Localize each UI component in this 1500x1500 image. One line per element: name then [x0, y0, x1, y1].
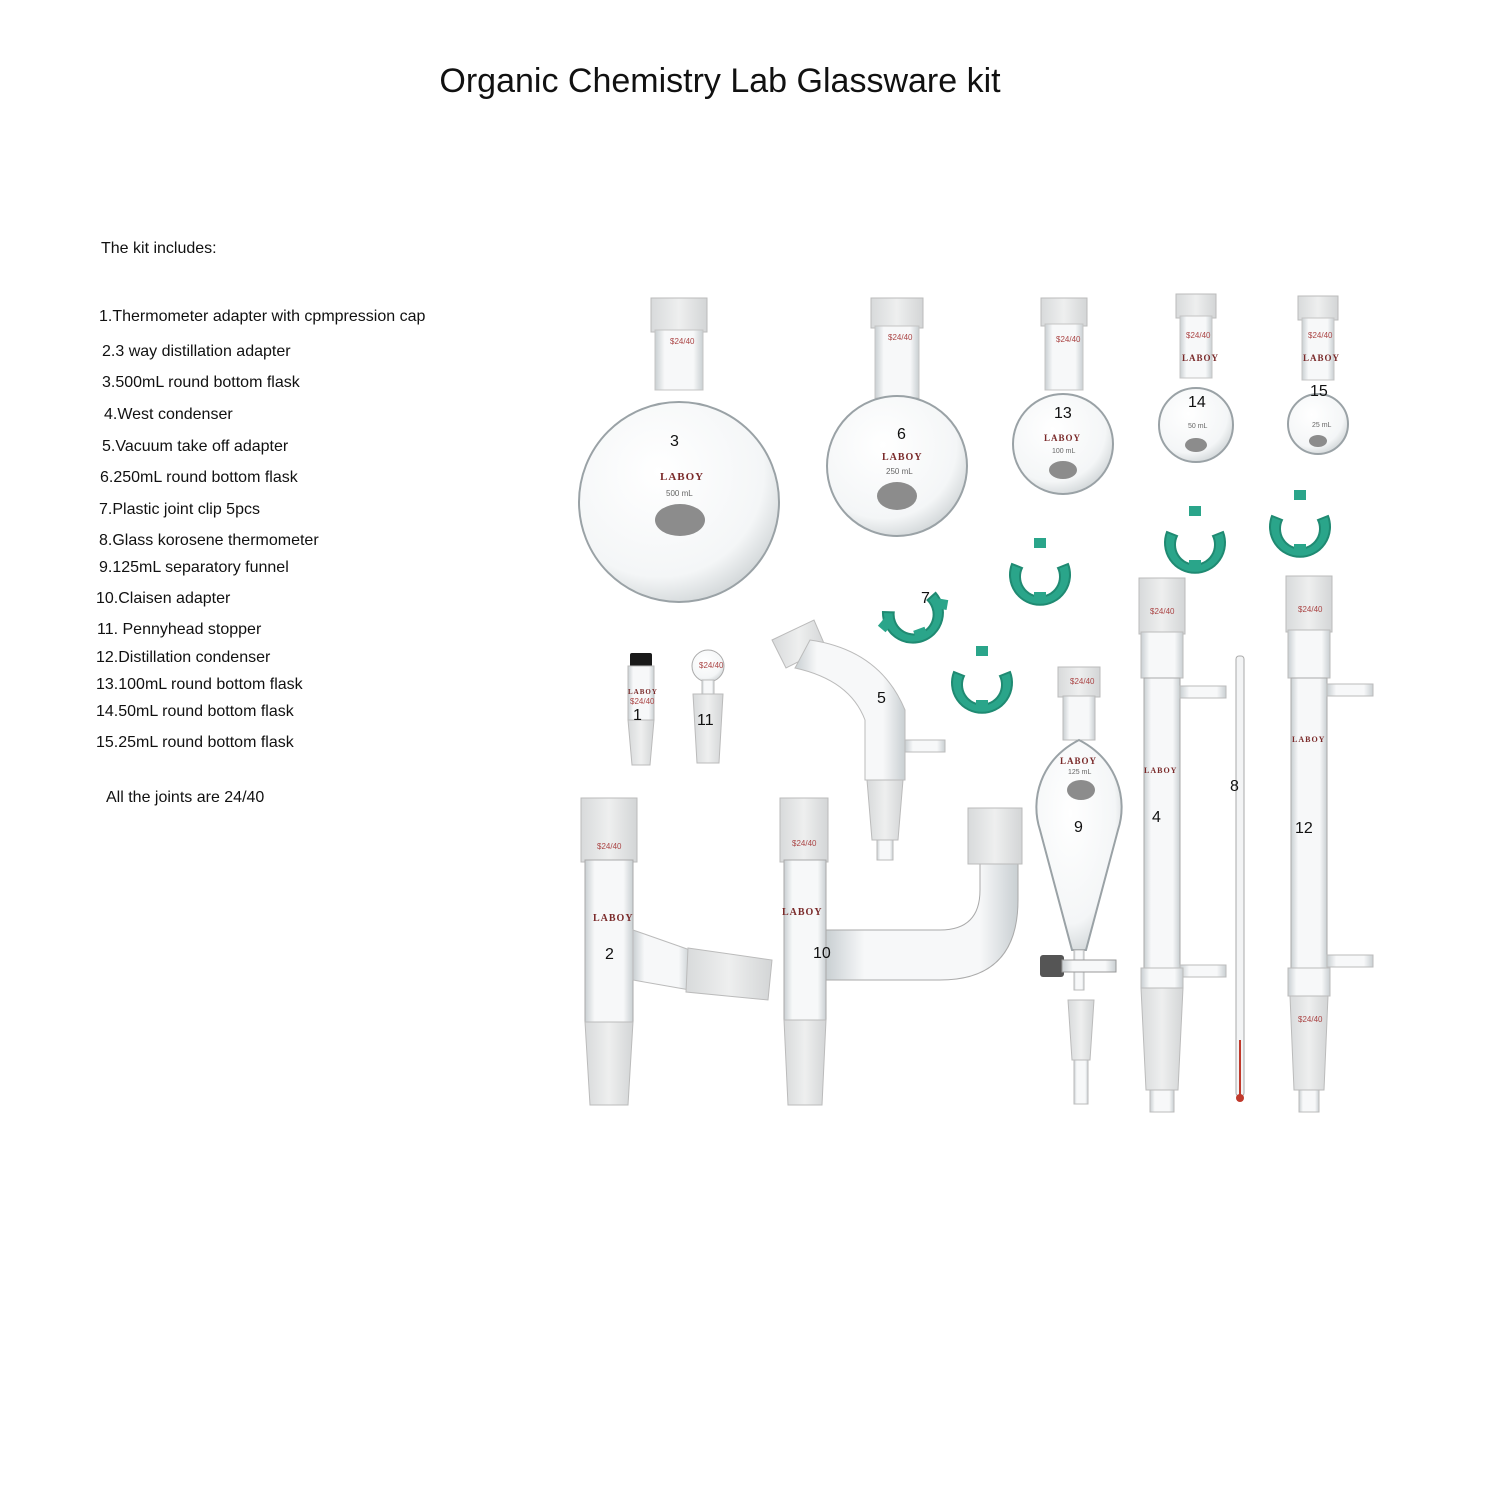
joint-note: All the joints are 24/40	[106, 789, 265, 806]
flask-250ml: $24/40 LABOY 250 mL 6	[826, 297, 968, 537]
three-way-adapter: $24/40 LABOY 2	[580, 797, 773, 1106]
flask-50ml: $24/40 LABOY 50 mL 14	[1158, 293, 1234, 463]
thermometer: 8	[1230, 655, 1245, 1102]
brand-label: LABOY	[1303, 353, 1340, 363]
item-number: 11	[697, 712, 714, 729]
brand-label: LABOY	[1144, 766, 1177, 775]
brand-label: LABOY	[1044, 433, 1081, 443]
list-item: 11. Pennyhead stopper	[97, 621, 262, 638]
joint-label: $24/40	[888, 333, 913, 342]
item-number: 2	[605, 946, 614, 963]
list-item: 3.500mL round bottom flask	[102, 374, 300, 391]
brand-label: LABOY	[1060, 756, 1097, 766]
distillation-condenser: $24/40 LABOY $24/40 12	[1285, 575, 1374, 1113]
item-number: 12	[1295, 820, 1313, 837]
joint-label: $24/40	[1056, 335, 1081, 344]
item-number: 10	[813, 945, 831, 962]
brand-label: LABOY	[1292, 735, 1325, 744]
volume-label: 500 mL	[666, 489, 693, 498]
volume-label: 25 mL	[1312, 422, 1332, 429]
item-number: 4	[1152, 809, 1161, 826]
flask-500ml: $24/40 LABOY 500 mL 3	[578, 297, 780, 603]
joint-label: $24/40	[597, 842, 622, 851]
pennyhead-stopper: $24/40 11	[691, 649, 725, 764]
list-item: 10.Claisen adapter	[96, 590, 231, 607]
item-number: 15	[1310, 383, 1328, 400]
brand-label: LABOY	[1182, 353, 1219, 363]
item-number: 9	[1074, 819, 1083, 836]
list-item: 5.Vacuum take off adapter	[102, 438, 289, 455]
stopcock-handle	[1040, 955, 1064, 977]
flask-25ml: $24/40 LABOY 25 mL 15	[1287, 295, 1349, 455]
item-number: 14	[1188, 394, 1206, 411]
volume-label: 125 mL	[1068, 769, 1091, 776]
list-item: 1.Thermometer adapter with cpmpression c…	[99, 308, 426, 325]
volume-label: 50 mL	[1188, 423, 1208, 430]
list-item: 4.West condenser	[104, 406, 233, 423]
brand-label: LABOY	[660, 471, 704, 483]
joint-label: $24/40	[1308, 331, 1333, 340]
joint-label: $24/40	[699, 661, 724, 670]
writing-patch	[1067, 780, 1095, 800]
west-condenser: $24/40 LABOY 4	[1138, 577, 1227, 1113]
list-item: 12.Distillation condenser	[96, 649, 271, 666]
joint-clip	[951, 646, 1013, 714]
volume-label: 100 mL	[1052, 448, 1075, 455]
list-item: 6.250mL round bottom flask	[100, 469, 298, 486]
joint-clip	[1269, 490, 1331, 558]
list-item: 15.25mL round bottom flask	[96, 734, 294, 751]
writing-patch	[655, 504, 705, 536]
volume-label: 250 mL	[886, 467, 913, 476]
joint-label: $24/40	[1070, 677, 1095, 686]
brand-label: LABOY	[628, 688, 658, 696]
page-title: Organic Chemistry Lab Glassware kit	[439, 62, 1001, 100]
list-item: 2.3 way distillation adapter	[102, 343, 291, 360]
thermometer-adapter: LABOY $24/40 1	[627, 653, 658, 766]
item-number: 5	[877, 690, 886, 707]
list-item: 9.125mL separatory funnel	[99, 559, 289, 576]
kit-intro: The kit includes:	[101, 240, 217, 257]
list-item: 8.Glass korosene thermometer	[99, 532, 319, 549]
item-number: 7	[921, 590, 930, 607]
list-item: 7.Plastic joint clip 5pcs	[99, 501, 260, 518]
separatory-funnel: $24/40 LABOY 125 mL 9	[1035, 666, 1123, 1105]
joint-clip	[877, 591, 949, 644]
claisen-adapter: $24/40 LABOY 10	[779, 797, 1023, 1106]
joint-clip	[1009, 538, 1071, 606]
list-item: 14.50mL round bottom flask	[96, 703, 294, 720]
writing-patch	[1049, 461, 1077, 479]
writing-patch	[1309, 435, 1327, 447]
list-item: 13.100mL round bottom flask	[96, 676, 303, 693]
writing-patch	[1185, 438, 1207, 452]
item-number: 6	[897, 426, 906, 443]
joint-label: $24/40	[670, 337, 695, 346]
joint-label: $24/40	[1298, 1015, 1323, 1024]
joint-label: $24/40	[1150, 607, 1175, 616]
brand-label: LABOY	[882, 452, 923, 463]
item-number: 8	[1230, 778, 1239, 795]
joint-label: $24/40	[1298, 605, 1323, 614]
item-number: 13	[1054, 405, 1072, 422]
joint-clip	[1164, 506, 1226, 574]
joint-label: $24/40	[630, 697, 655, 706]
item-number: 3	[670, 433, 679, 450]
flask-100ml: $24/40 LABOY 100 mL 13	[1012, 297, 1114, 495]
writing-patch	[877, 482, 917, 510]
joint-label: $24/40	[1186, 331, 1211, 340]
joint-label: $24/40	[792, 839, 817, 848]
brand-label: LABOY	[782, 907, 823, 918]
item-number: 1	[633, 707, 642, 724]
vacuum-adapter: 5	[771, 619, 946, 861]
brand-label: LABOY	[593, 913, 634, 924]
